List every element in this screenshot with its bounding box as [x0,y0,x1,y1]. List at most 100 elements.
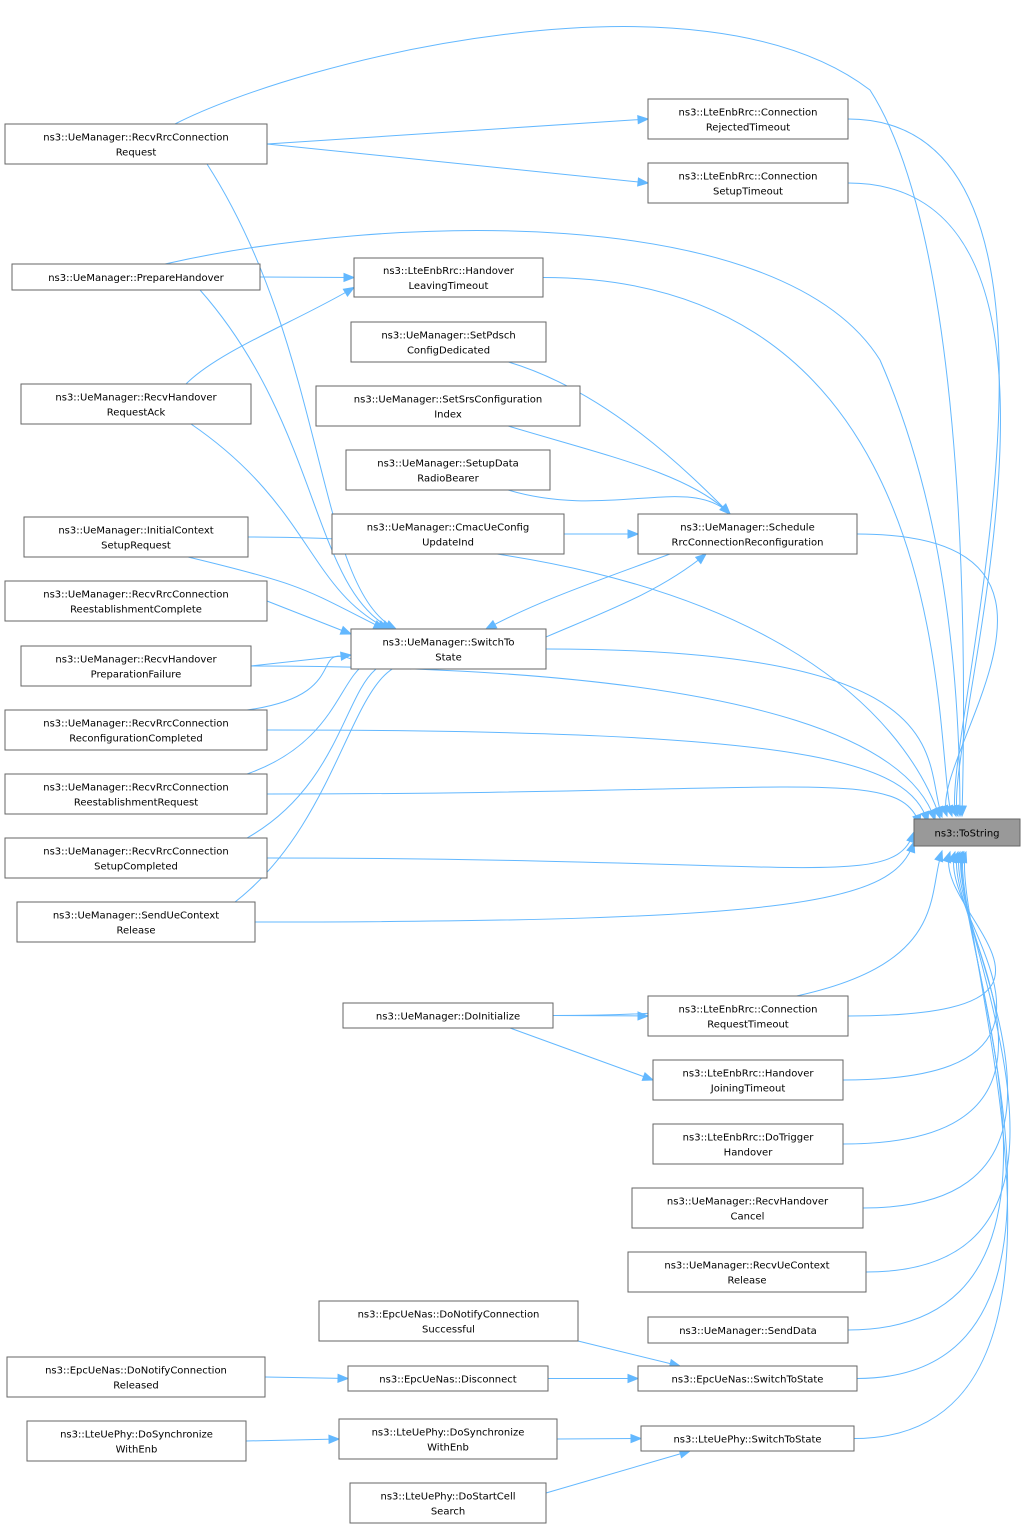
edge-doinit-to-hojoin [509,1027,655,1081]
node-label-line: State [435,653,461,664]
edge-hoprepfail-to-switchto [250,651,353,667]
edge-setpdsch-to-schedrrc [508,361,731,515]
edge-line [266,600,352,635]
node-doinit[interactable]: ns3::UeManager::DoInitialize [342,1002,554,1029]
node-reconfcomp[interactable]: ns3::UeManager::RecvRrcConnectionReconfi… [4,709,268,751]
node-label-line: ns3::UeManager::RecvRrcConnection [43,847,229,858]
node-label-line: ns3::LteUePhy::DoStartCell [381,1492,516,1503]
node-label-line: ns3::UeManager::SetupData [377,459,519,470]
node-switchto[interactable]: ns3::UeManager::SwitchToState [350,628,547,670]
edge-cmac-to-schedrrc [564,529,640,539]
node-nasdisc[interactable]: ns3::EpcUeNas::Disconnect [347,1365,549,1392]
node-label-line: ns3::EpcUeNas::DoNotifyConnection [358,1310,540,1321]
node-box [652,1123,844,1165]
edge-line [187,556,385,630]
node-box [652,1059,844,1101]
node-nasswitch[interactable]: ns3::EpcUeNas::SwitchToState [637,1365,858,1392]
node-label-line: RrcConnectionReconfiguration [672,538,824,549]
node-tostring[interactable]: ns3::ToString [913,818,1021,847]
edge-line [164,230,961,817]
edge-prepho-to-holeave [259,272,356,283]
edge-line [507,425,731,515]
edge-line [266,831,915,869]
node-label-line: ns3::LteEnbRrc::Connection [679,1005,818,1016]
node-label-line: ns3::UeManager::InitialContext [58,526,213,537]
edge-doinit-to-tostring [552,849,944,1016]
arrowhead-icon [906,830,916,844]
node-box [315,385,581,427]
edge-line [190,423,389,630]
node-label-line: Successful [422,1325,475,1336]
edge-line [266,729,929,823]
arrowhead-icon [958,850,968,864]
edge-doinit-to-reqto [552,1011,650,1021]
node-nasconnrel[interactable]: ns3::EpcUeNas::DoNotifyConnectionRelease… [6,1356,266,1398]
node-box [4,837,268,879]
edge-line [847,182,1001,817]
node-label-line: ns3::UeManager::SendData [679,1326,817,1337]
node-reestcomp[interactable]: ns3::UeManager::RecvRrcConnectionReestab… [4,580,268,622]
node-box [4,773,268,815]
edge-line [266,118,649,145]
edge-line [266,143,649,184]
edge-line [577,1340,681,1367]
node-rejto[interactable]: ns3::LteEnbRrc::ConnectionRejectedTimeou… [647,98,849,140]
node-box [350,321,547,363]
edge-line [842,851,998,1081]
edge-line [542,277,953,817]
node-schedrrc[interactable]: ns3::UeManager::ScheduleRrcConnectionRec… [637,513,858,555]
node-label-line: Release [116,926,155,937]
node-hoprepfail[interactable]: ns3::UeManager::RecvHandoverPreparationF… [20,645,252,687]
node-setupcomp[interactable]: ns3::UeManager::RecvRrcConnectionSetupCo… [4,837,268,879]
edge-schedrrc-to-tostring [856,533,998,818]
node-physwitch[interactable]: ns3::LteUePhy::SwitchToState [640,1425,855,1452]
edge-recvhoack-to-holeave [185,286,356,385]
node-initctx[interactable]: ns3::UeManager::InitialContextSetupReque… [23,516,249,558]
edge-line [556,1438,642,1440]
node-label-line: SetupCompleted [94,862,178,873]
node-label-line: ns3::UeManager::RecvRrcConnection [43,590,229,601]
node-box [6,1356,266,1398]
node-nasconnsucc[interactable]: ns3::EpcUeNas::DoNotifyConnectionSuccess… [318,1300,579,1342]
node-label-line: PreparationFailure [91,670,182,681]
arrowhead-icon [934,805,944,819]
node-label-line: ns3::UeManager::SetSrsConfiguration [354,395,542,406]
node-label-line: JoiningTimeout [710,1084,786,1095]
arrowhead-icon [719,503,731,515]
node-senddata[interactable]: ns3::UeManager::SendData [647,1316,849,1344]
arrowhead-icon [637,1011,650,1021]
node-prepho[interactable]: ns3::UeManager::PrepareHandover [11,263,261,291]
node-label-line: RequestTimeout [707,1020,789,1031]
node-label-line: ns3::LteEnbRrc::Connection [679,108,818,119]
node-label-line: WithEnb [427,1443,469,1454]
node-box [16,901,256,943]
node-label-line: ns3::EpcUeNas::SwitchToState [672,1375,824,1386]
edge-line [254,841,915,923]
node-label-line: ns3::UeManager::RecvHandover [667,1197,829,1208]
node-box [637,1365,858,1392]
arrowhead-icon [339,625,353,635]
edge-line [552,850,943,1016]
edge-setupdrb-to-schedrrc [507,489,731,515]
arrowhead-icon [641,1071,655,1081]
node-reestreq[interactable]: ns3::UeManager::RecvRrcConnectionReestab… [4,773,268,815]
edge-line [545,648,943,818]
